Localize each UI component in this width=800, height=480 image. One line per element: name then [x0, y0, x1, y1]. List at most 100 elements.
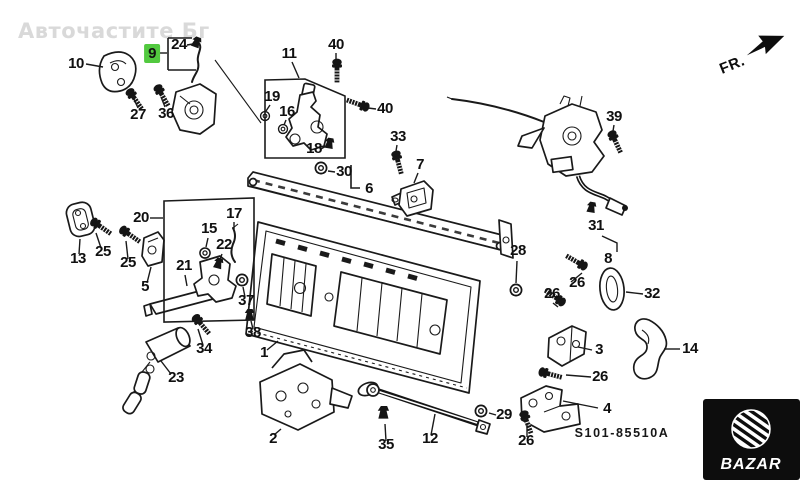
- part-label-15[interactable]: 15: [201, 220, 217, 237]
- part-label-6[interactable]: 6: [365, 180, 374, 197]
- part-label-14[interactable]: 14: [682, 340, 699, 357]
- leader-line: [488, 412, 497, 416]
- part-label-26[interactable]: 26: [544, 285, 560, 302]
- leader-line: [625, 291, 644, 295]
- part-label-33[interactable]: 33: [390, 128, 406, 145]
- svg-text:8: 8: [604, 250, 612, 267]
- part-label-32[interactable]: 32: [644, 285, 660, 302]
- part-label-16[interactable]: 16: [279, 103, 295, 120]
- leader-line: [146, 266, 152, 284]
- leader-line: [160, 96, 166, 108]
- part-label-26[interactable]: 26: [592, 368, 608, 385]
- part-3-hinge-drawing: [548, 326, 586, 366]
- leader-line: [577, 346, 593, 351]
- svg-text:4: 4: [603, 400, 612, 417]
- part-label-1[interactable]: 1: [260, 344, 269, 361]
- leader-line: [430, 413, 436, 436]
- part-label-28[interactable]: 28: [510, 242, 526, 259]
- part-label-9[interactable]: 9: [144, 44, 161, 63]
- leader-line: [565, 374, 592, 378]
- svg-text:27: 27: [130, 106, 146, 123]
- svg-text:12: 12: [422, 430, 438, 447]
- part-label-30[interactable]: 30: [336, 163, 352, 180]
- part-label-10[interactable]: 10: [68, 55, 84, 72]
- part-label-2[interactable]: 2: [269, 430, 278, 447]
- svg-text:16: 16: [279, 103, 295, 120]
- svg-text:7: 7: [416, 156, 424, 173]
- part-label-19[interactable]: 19: [264, 88, 280, 105]
- part-label-17[interactable]: 17: [226, 205, 242, 222]
- leader-line: [367, 107, 377, 110]
- part-label-4[interactable]: 4: [603, 400, 613, 417]
- leader-line: [95, 232, 102, 249]
- part-label-20[interactable]: 20: [133, 209, 149, 226]
- part-label-39[interactable]: 39: [606, 108, 622, 125]
- part-label-3[interactable]: 3: [595, 341, 604, 358]
- part-label-23[interactable]: 23: [168, 369, 184, 386]
- part-2-bracket-drawing: [260, 350, 352, 430]
- part-label-18[interactable]: 18: [306, 140, 322, 157]
- leader-line: [273, 428, 282, 436]
- part-label-34[interactable]: 34: [196, 340, 213, 357]
- part-label-38[interactable]: 38: [245, 324, 261, 341]
- svg-text:14: 14: [682, 340, 699, 357]
- part-label-25[interactable]: 25: [95, 243, 111, 260]
- part-label-26[interactable]: 26: [518, 432, 534, 449]
- leader-line: [265, 104, 271, 112]
- group-bracket-6: [350, 165, 360, 189]
- part-label-40[interactable]: 40: [377, 100, 393, 117]
- part-label-31[interactable]: 31: [588, 217, 604, 234]
- leader-line: [205, 237, 209, 248]
- svg-text:17: 17: [226, 205, 242, 222]
- part-label-21[interactable]: 21: [176, 257, 192, 274]
- part-label-13[interactable]: 13: [70, 250, 86, 267]
- part-32-grommet-drawing: [598, 267, 626, 311]
- part-label-25[interactable]: 25: [120, 254, 136, 271]
- svg-text:31: 31: [588, 217, 604, 234]
- leader-line: [219, 253, 223, 260]
- svg-text:34: 34: [196, 340, 213, 357]
- svg-text:10: 10: [68, 55, 84, 72]
- part-label-35[interactable]: 35: [378, 436, 394, 453]
- svg-text:26: 26: [569, 274, 585, 291]
- part-21-handle-drawing: [144, 224, 238, 316]
- part-label-29[interactable]: 29: [496, 406, 512, 423]
- part-label-11[interactable]: 11: [282, 45, 298, 62]
- part-label-22[interactable]: 22: [216, 236, 232, 253]
- part-8-latch-actuator-drawing: [447, 96, 628, 215]
- leader-line: [515, 260, 518, 284]
- logo-ball-outline: [731, 409, 771, 449]
- group-box-11: [264, 78, 346, 159]
- part-9-rod-latch-drawing: [172, 42, 261, 134]
- part-label-40[interactable]: 40: [328, 36, 344, 53]
- leader-line: [266, 340, 279, 351]
- svg-text:18: 18: [306, 140, 322, 157]
- svg-text:21: 21: [176, 257, 192, 274]
- part-label-27[interactable]: 27: [130, 106, 146, 123]
- part-1-tailgate-panel-drawing: [246, 222, 480, 393]
- part-label-24[interactable]: 24: [171, 36, 188, 53]
- group-box-20: [163, 197, 255, 323]
- svg-text:35: 35: [378, 436, 394, 453]
- part-label-7[interactable]: 7: [416, 156, 425, 173]
- part-14-hook-drawing: [634, 319, 667, 379]
- grouping-frames: [163, 37, 360, 323]
- part-label-12[interactable]: 12: [422, 430, 438, 447]
- fr-direction-indicator: FR.: [717, 35, 785, 78]
- part-label-36[interactable]: 36: [158, 105, 174, 122]
- leader-line: [612, 124, 615, 132]
- leader-line: [160, 360, 172, 375]
- leader-line: [78, 238, 81, 255]
- svg-text:37: 37: [238, 292, 254, 309]
- svg-text:23: 23: [168, 369, 184, 386]
- part-label-5[interactable]: 5: [141, 278, 150, 295]
- part-7-bracket-drawing: [392, 181, 433, 216]
- leader-line: [184, 274, 188, 287]
- part-label-26[interactable]: 26: [569, 274, 585, 291]
- part-label-8[interactable]: 8: [604, 250, 613, 267]
- part-label-37[interactable]: 37: [238, 292, 254, 309]
- leader-line: [242, 286, 246, 298]
- leader-line: [320, 145, 327, 150]
- beam-end-bracket-drawing: [499, 220, 513, 258]
